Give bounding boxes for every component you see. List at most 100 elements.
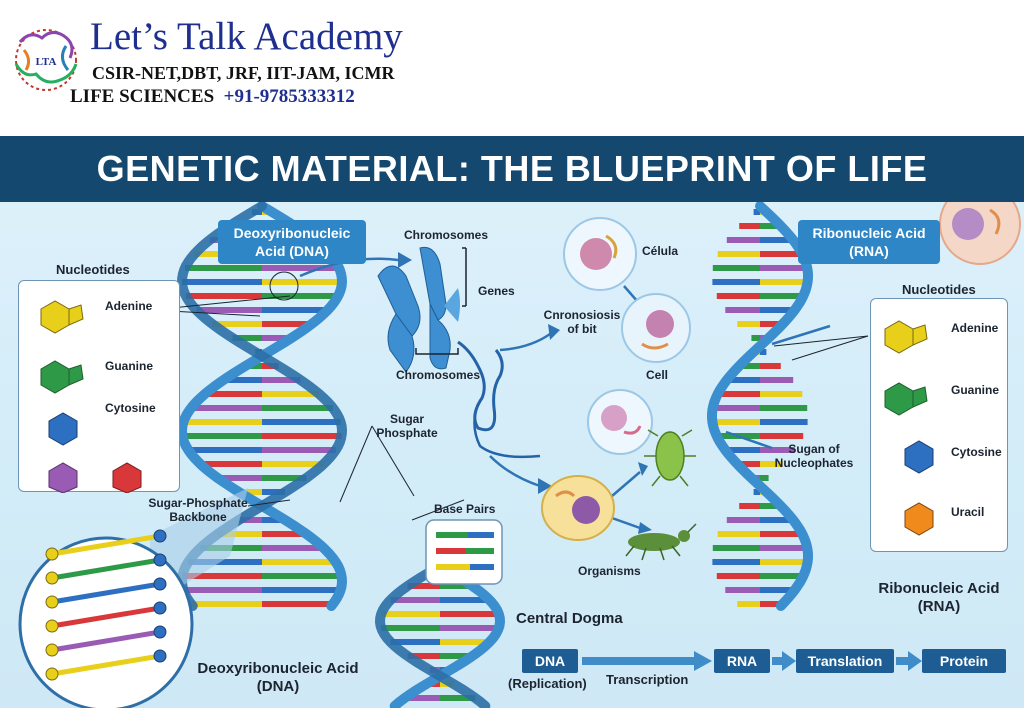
phosphate-node bbox=[153, 625, 167, 639]
dogma-translation-box: Translation bbox=[796, 649, 894, 673]
chromatin-to-organism-arrow bbox=[489, 455, 541, 488]
dna-guanine-label: Guanine bbox=[105, 359, 154, 373]
cell-to-bacterium-arrow bbox=[611, 471, 641, 497]
dna-bottom-label: Deoxyribonucleic Acid (DNA) bbox=[188, 660, 368, 696]
dna-bottom-line-1: Deoxyribonucleic Acid bbox=[197, 660, 359, 677]
red-base-structure bbox=[112, 462, 142, 493]
dna-adenine-label: Adenine bbox=[105, 299, 153, 313]
dna-tag: Deoxyribonucleic Acid (DNA) bbox=[218, 220, 366, 264]
backbone-line-2: Backbone bbox=[169, 510, 227, 524]
phosphate-node bbox=[45, 595, 59, 609]
dna-nucleotides-panel: Adenine Guanine Cytosine bbox=[18, 280, 180, 493]
cnronosiosis-line-2: of bit bbox=[567, 322, 597, 336]
celula-cell bbox=[563, 217, 637, 291]
dna-nucleotide-structures bbox=[40, 300, 142, 493]
dna-nucleotides-title: Nucleotides bbox=[56, 262, 130, 277]
helix-strand bbox=[374, 561, 491, 708]
backbone-label: Sugar-Phosphate Backbone bbox=[142, 496, 254, 524]
backbone-zoom-inset bbox=[18, 488, 248, 708]
phosphate-node bbox=[153, 529, 167, 543]
thymine-structure bbox=[48, 462, 78, 493]
adenine-structure bbox=[40, 300, 84, 334]
rna-nucleotide-structures bbox=[884, 320, 934, 536]
sugar-phosphate-line-2: Phosphate bbox=[376, 426, 438, 440]
helix-strand bbox=[707, 201, 813, 611]
dogma-translation-arrow bbox=[772, 651, 796, 671]
cell-to-insect-arrow bbox=[611, 516, 641, 530]
dogma-replication-label: (Replication) bbox=[508, 676, 587, 691]
phosphate-node bbox=[153, 577, 167, 591]
chromosomes-top-label: Chromosomes bbox=[404, 228, 489, 242]
celula-label: Célula bbox=[642, 244, 679, 258]
rna-adenine-label: Adenine bbox=[951, 321, 999, 335]
brand-exams: CSIR-NET,DBT, JRF, IIT-JAM, ICMR bbox=[92, 63, 395, 83]
rna-corner-cell bbox=[939, 183, 1021, 265]
rna-nucleotides-panel: Adenine Guanine Cytosine Uracil bbox=[870, 298, 1008, 552]
guanine-structure bbox=[40, 360, 84, 394]
dogma-rna-box: RNA bbox=[714, 649, 770, 673]
inset-rung bbox=[51, 605, 161, 629]
inset-rung bbox=[51, 533, 161, 557]
sugar-phosphate-label: Sugar Phosphate bbox=[372, 412, 442, 440]
cytosine-structure bbox=[48, 412, 78, 446]
genes-label: Genes bbox=[478, 284, 515, 298]
chromosomes-bottom-label: Chromosomes bbox=[396, 368, 481, 382]
dna-bottom-line-2: (DNA) bbox=[256, 678, 300, 695]
sugan-line-2: Nucleophates bbox=[774, 456, 854, 470]
sugan-line-1: Sugan of bbox=[788, 442, 840, 456]
brand-name: Let’s Talk Academy bbox=[90, 15, 403, 58]
rna-tag: Ribonucleic Acid (RNA) bbox=[798, 220, 940, 264]
brand-phone: +91-9785333312 bbox=[223, 86, 355, 107]
dogma-transcription-arrow bbox=[582, 651, 712, 671]
phosphate-node bbox=[153, 553, 167, 567]
rna-guanine-label: Guanine bbox=[951, 383, 1000, 397]
bacterium-icon bbox=[644, 429, 696, 487]
rna-tag-line-1: Ribonucleic Acid bbox=[812, 225, 926, 241]
rna-bottom-label: Ribonucleic Acid (RNA) bbox=[866, 580, 1012, 616]
organisms-label: Organisms bbox=[578, 564, 641, 578]
chromatin-fiber bbox=[457, 340, 504, 432]
brand-field: LIFE SCIENCES +91-9785333312 bbox=[70, 86, 355, 108]
dna-tag-line-1: Deoxyribonucleic bbox=[233, 225, 351, 241]
phosphate-node bbox=[153, 649, 167, 663]
cell-small bbox=[587, 389, 653, 455]
helix-strand bbox=[176, 201, 348, 611]
inset-rung bbox=[51, 581, 161, 605]
rna-strand bbox=[707, 201, 813, 611]
dna-lower-helix bbox=[374, 561, 506, 708]
rna-guanine-structure bbox=[884, 382, 928, 416]
phosphate-node bbox=[45, 667, 59, 681]
rna-bottom-line-1: Ribonucleic Acid bbox=[878, 580, 1000, 597]
inset-rung bbox=[51, 653, 161, 677]
central-dogma-title: Central Dogma bbox=[516, 610, 623, 627]
rna-uracil-label: Uracil bbox=[951, 505, 985, 519]
chromosome-icon bbox=[377, 246, 467, 373]
inset-rung bbox=[51, 629, 161, 653]
sugar-phosphate-line-1: Sugar bbox=[389, 412, 424, 426]
cell-label: Cell bbox=[646, 368, 669, 382]
genetic-material-poster: GENETIC MATERIAL: THE BLUEPRINT OF LIFE … bbox=[0, 136, 1024, 708]
dogma-protein-arrow bbox=[896, 651, 922, 671]
chromatin-link bbox=[473, 403, 541, 459]
dogma-transcription-label: Transcription bbox=[606, 672, 689, 687]
base-pairs-label: Base Pairs bbox=[434, 502, 496, 516]
sugan-arrow bbox=[725, 430, 773, 450]
cnronosiosis-line-1: Cnronosiosis bbox=[543, 308, 621, 322]
academy-logo: LTA bbox=[14, 29, 78, 91]
dogma-dna-box: DNA bbox=[522, 649, 578, 673]
brand-field-text: LIFE SCIENCES bbox=[70, 86, 215, 107]
rna-cytosine-label: Cytosine bbox=[951, 445, 1002, 459]
phosphate-node bbox=[45, 643, 59, 657]
rna-uracil-structure bbox=[904, 502, 934, 536]
sugan-label: Sugan of Nucleophates bbox=[764, 442, 864, 470]
helix-strand bbox=[389, 561, 506, 708]
title-banner: GENETIC MATERIAL: THE BLUEPRINT OF LIFE bbox=[0, 136, 1024, 202]
inset-base-pairs bbox=[45, 529, 167, 681]
rna-tag-line-2: (RNA) bbox=[849, 243, 889, 259]
rna-bottom-line-2: (RNA) bbox=[917, 598, 961, 615]
rna-label-arrow bbox=[771, 324, 831, 346]
poster-title: GENETIC MATERIAL: THE BLUEPRINT OF LIFE bbox=[96, 148, 928, 189]
dna-tag-line-2: Acid (DNA) bbox=[255, 243, 329, 259]
phosphate-node bbox=[153, 601, 167, 615]
phosphate-node bbox=[45, 547, 59, 561]
